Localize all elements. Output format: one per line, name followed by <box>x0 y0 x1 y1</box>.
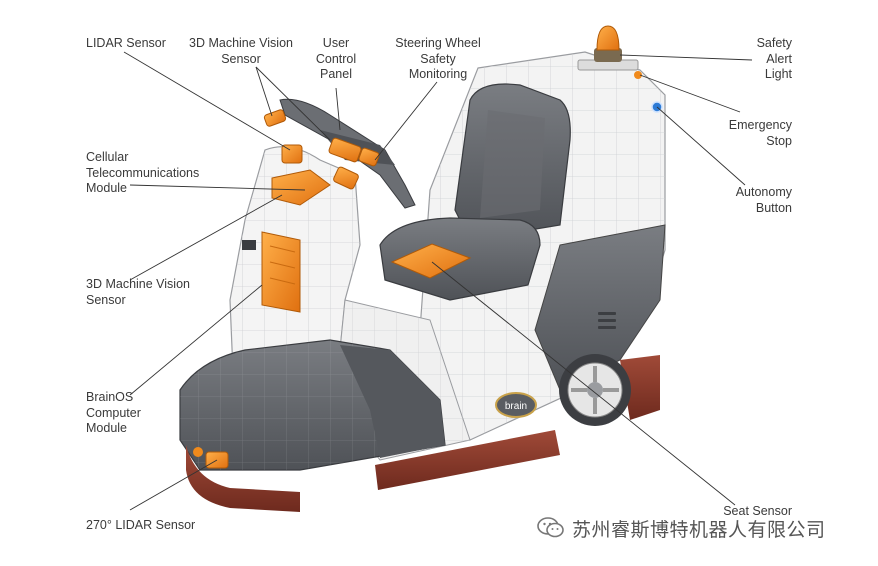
front-bumper <box>186 445 300 512</box>
label-270-lidar: 270° LIDAR Sensor <box>86 518 196 532</box>
wechat-icon <box>537 517 564 538</box>
label-autonomy-button: Autonomy Button <box>735 185 792 215</box>
label-3d-machine-vision-mid: 3D Machine Vision Sensor <box>86 277 190 307</box>
brain-badge: brain <box>495 392 537 418</box>
user-control-panel-part <box>328 137 362 163</box>
seat <box>379 83 571 301</box>
emergency-stop-marker <box>634 71 642 79</box>
label-seat-sensor: Seat Sensor <box>723 504 792 518</box>
base <box>179 339 560 512</box>
label-steering-wheel-safety: Steering Wheel Safety Monitoring <box>395 36 481 81</box>
watermark-text: 苏州睿斯博特机器人有限公司 <box>572 518 826 541</box>
steering-assembly <box>279 98 416 209</box>
label-lidar-sensor: LIDAR Sensor <box>86 36 166 50</box>
label-emergency-stop: Emergency Stop <box>728 118 792 148</box>
label-cellular-module: Cellular Telecommunications Module <box>86 150 200 195</box>
seat-sensor-part <box>390 243 472 279</box>
vents <box>598 312 616 329</box>
leader-lines <box>123 51 753 511</box>
rear-wheel <box>559 354 660 426</box>
svg-text:brain: brain <box>505 401 527 412</box>
side-skirt <box>375 430 560 490</box>
safety-alert-light <box>577 25 639 71</box>
pillar-sensors <box>242 109 359 313</box>
label-3d-machine-vision-top: 3D Machine Vision Sensor <box>189 36 293 66</box>
watermark: 苏州睿斯博特机器人有限公司 <box>536 514 826 542</box>
label-brainos-module: BrainOS Computer Module <box>86 390 141 435</box>
label-user-control-panel: User Control Panel <box>315 36 357 81</box>
label-safety-alert-light: Safety Alert Light <box>756 36 792 81</box>
